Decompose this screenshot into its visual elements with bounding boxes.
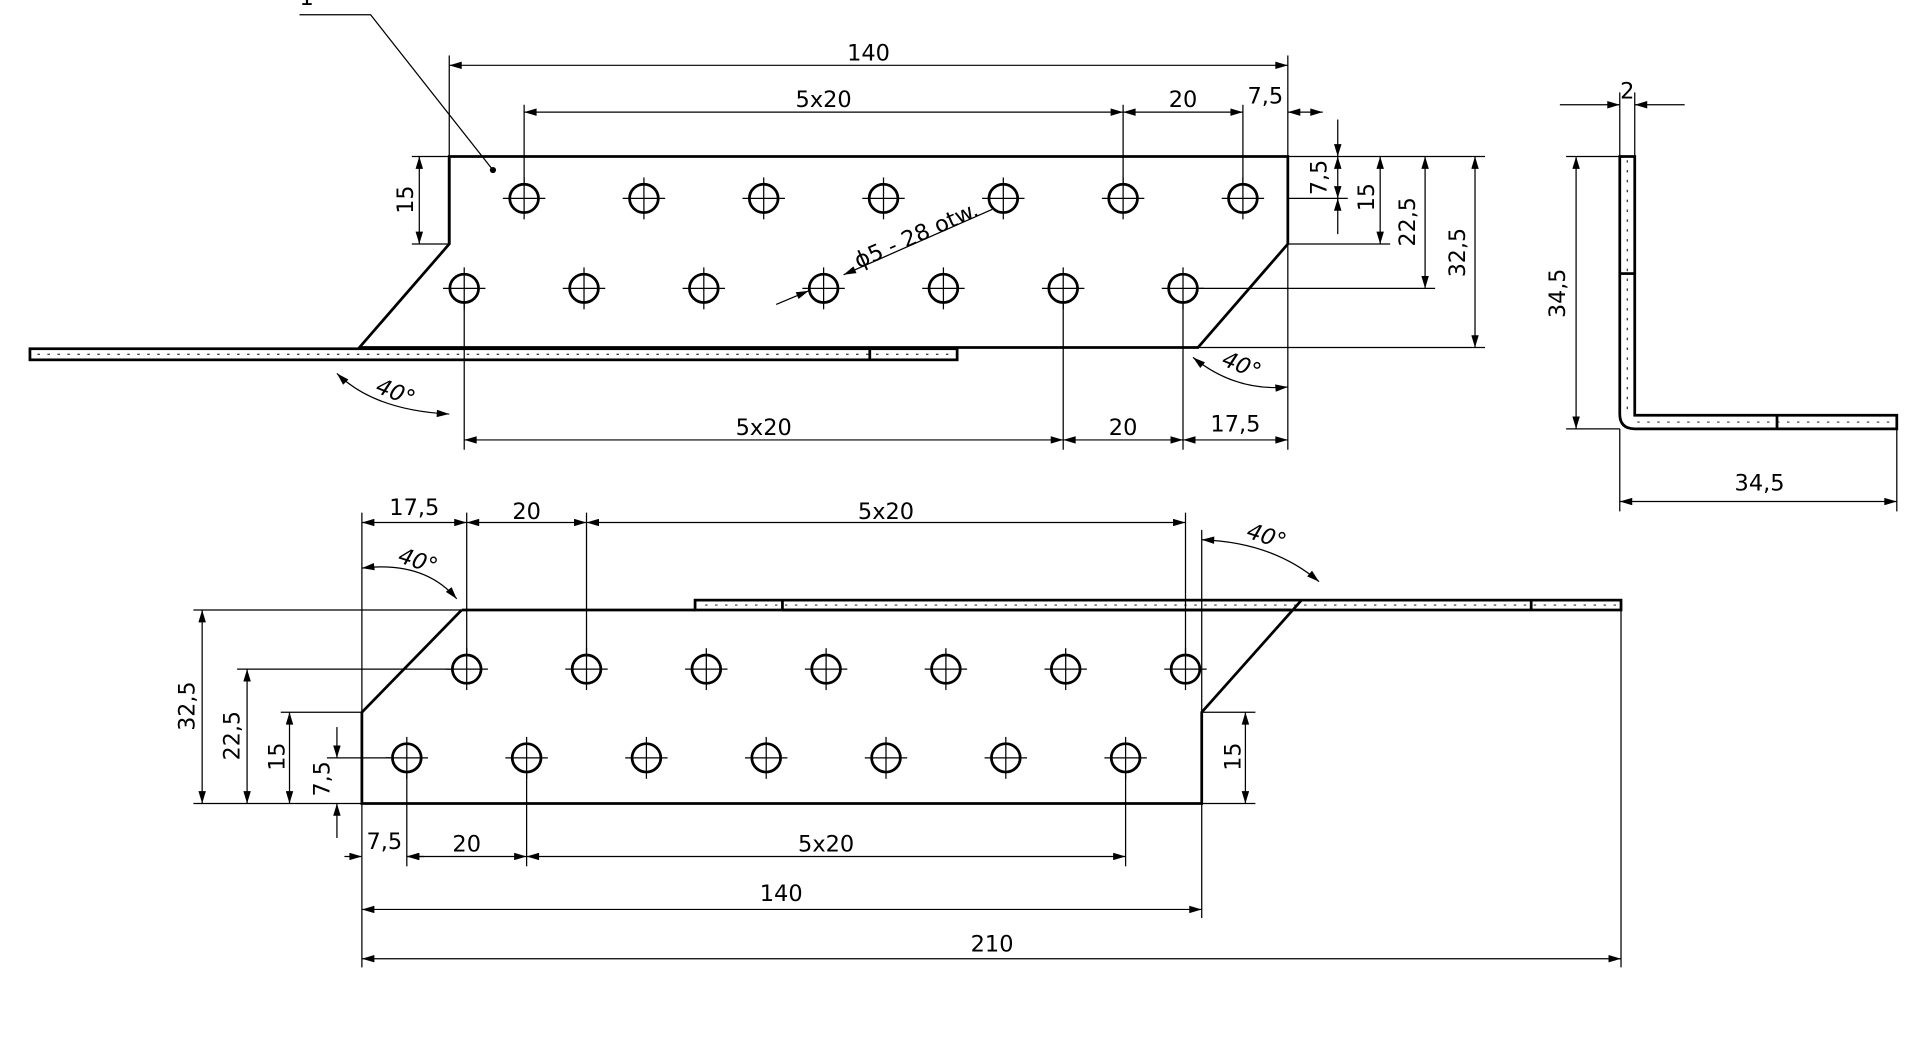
angle-label-bottom-left: 40° (395, 543, 441, 580)
dim-bottom-overall: 140 (760, 881, 803, 907)
top-view-plate (356, 155, 1290, 349)
dim-bottom-total: 210 (971, 931, 1014, 957)
dim-top-v-22-5: 22,5 (1395, 197, 1421, 246)
dim-bottom-pitch-bottom: 5x20 (798, 832, 854, 858)
dim-top-gap-top: 20 (1169, 87, 1198, 113)
leader-dot (489, 166, 497, 174)
dim-top-v-32-5: 32,5 (1445, 228, 1471, 277)
dim-bottom-v-32-5: 32,5 (175, 681, 201, 730)
angle-label-top-right: 40° (1218, 346, 1265, 385)
angle-arc (361, 562, 458, 600)
angle-label-bottom-right: 40° (1244, 518, 1290, 555)
part-leader (299, 14, 494, 171)
dim-side-height: 34,5 (1545, 269, 1571, 318)
side-view-profile (1618, 155, 1899, 431)
angle-arc (1192, 356, 1288, 392)
dim-bottom-v-15-left: 15 (264, 743, 290, 771)
dim-side-thickness: 2 (1620, 79, 1634, 105)
dim-top-edge-bottom: 17,5 (1210, 411, 1260, 437)
dim-bottom-v-7-5: 7,5 (309, 761, 335, 796)
dim-top-v-15: 15 (1354, 183, 1380, 211)
dim-top-v-7-5: 7,5 (1306, 160, 1332, 195)
angle-arc (1201, 536, 1320, 583)
hole-note-leader (843, 208, 993, 276)
dim-top-pitch-top: 5x20 (796, 87, 852, 113)
dim-top-pitch-bottom: 5x20 (736, 415, 792, 441)
dim-side-width: 34,5 (1735, 471, 1785, 497)
dim-top-edge-top: 7,5 (1248, 84, 1284, 110)
dim-bottom-v-22-5: 22,5 (219, 711, 245, 760)
part-number-label: 1 (299, 0, 313, 11)
dim-top-overall: 140 (847, 41, 890, 67)
dim-bottom-edge-top: 17,5 (389, 495, 439, 521)
bottom-view-plate (360, 599, 1303, 805)
top-view-flange (28, 347, 959, 362)
dim-bottom-edge-bottom: 7,5 (366, 829, 402, 855)
dim-top-gap-bottom: 20 (1109, 415, 1138, 441)
angle-arc (336, 372, 450, 418)
bottom-view-flange (693, 598, 1623, 612)
dim-bottom-v-15-right: 15 (1220, 743, 1246, 771)
dim-bottom-gap-bottom: 20 (452, 832, 481, 858)
angle-label-top-left: 40° (372, 373, 419, 412)
dim-bottom-gap-top: 20 (512, 499, 541, 525)
dim-top-h-left: 15 (393, 186, 419, 214)
hole-note: ϕ5 - 28 otw. (850, 197, 982, 274)
hole-note-leader (775, 290, 809, 305)
dim-bottom-pitch-top: 5x20 (858, 499, 914, 525)
